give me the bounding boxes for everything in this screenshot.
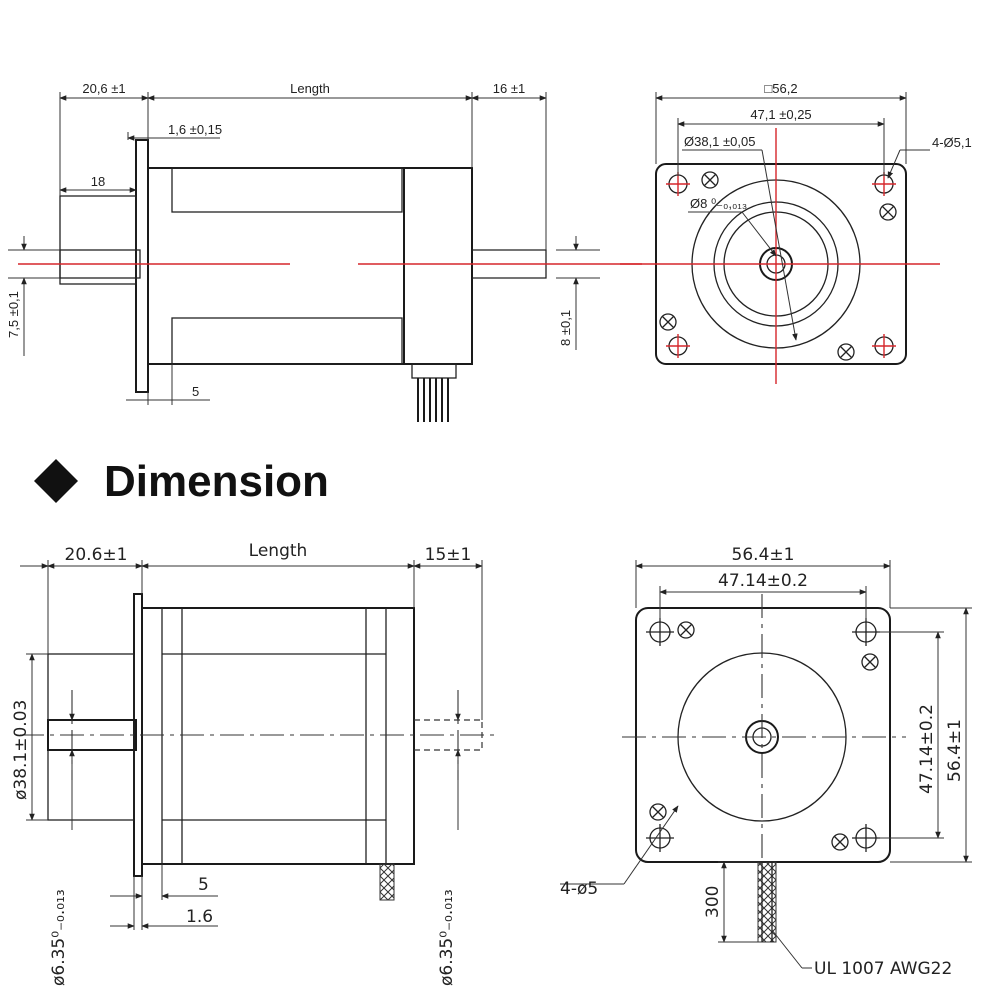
front-shaft: [47, 719, 137, 751]
bottom-dim-shaft-dia: ø6.35⁰₋₀.₀₁₃: [49, 889, 69, 986]
bottom-dim-rear: 15±1: [425, 545, 472, 565]
screw-icon: [649, 621, 879, 851]
cable-label: UL 1007 AWG22: [814, 959, 952, 979]
pilot: [59, 195, 137, 285]
top-dim-shaft-flat: 7,5 ±0,1: [6, 291, 21, 338]
top-dim-pilot-dia: Ø38,1 ±0,05: [684, 134, 755, 149]
heading-text: Dimension: [104, 457, 329, 506]
pilot: [47, 653, 135, 821]
bottom-dim-front: 20.6±1: [65, 545, 128, 565]
bottom-dim-width: 56.4±1: [732, 545, 795, 565]
top-dim-hole-spacing: 47,1 ±0,25: [750, 107, 811, 122]
bottom-dim-height: 56.4±1: [945, 719, 965, 782]
flange: [135, 139, 149, 393]
bottom-dim-rear-shaft-dia: ø6.35⁰₋₀.₀₁₃: [437, 889, 457, 986]
body-upper-rib: [171, 167, 403, 213]
top-dim-step: 5: [192, 384, 199, 399]
lead-wires: [379, 863, 395, 901]
top-dim-holes: 4-Ø5,1: [932, 135, 972, 150]
screw-icon: [659, 171, 897, 361]
bottom-dim-length: Length: [249, 541, 308, 561]
top-dim-shaft-dia: Ø8 ⁰₋₀,₀₁₃: [690, 196, 747, 211]
body-lower-rib: [171, 317, 403, 365]
top-dim-front: 20,6 ±1: [82, 81, 125, 96]
bottom-dim-pilot-dia: ø38.1±0.03: [11, 700, 31, 800]
cable: [757, 861, 777, 943]
diamond-bullet-icon: [34, 459, 78, 503]
section-heading: Dimension: [34, 457, 329, 506]
bottom-dim-step: 5: [198, 875, 209, 895]
motor-body: [141, 607, 415, 865]
top-front-view: □56,2 47,1 ±0,25 Ø38,1 ±0,05 Ø8 ⁰₋₀,₀₁₃ …: [620, 81, 972, 384]
front-face: [635, 607, 891, 863]
bottom-dim-hole-spacing: 47.14±0.2: [718, 571, 808, 591]
bottom-dim-hole-spacing-v: 47.14±0.2: [917, 704, 937, 794]
bottom-dim-holes: 4-ø5: [560, 879, 598, 899]
bottom-side-view: 20.6±1 Length 15±1 ø38.1±0.03 ø6.35⁰₋₀.₀…: [11, 541, 500, 986]
bottom-front-view: 56.4±1 47.14±0.2 47.14±0.2 56.4±1 4-ø5 3…: [560, 545, 972, 979]
top-dim-pilot: 18: [91, 174, 105, 189]
top-dim-flange: 1,6 ±0,15: [168, 122, 222, 137]
motor-body: [147, 167, 405, 365]
top-dim-rear: 16 ±1: [493, 81, 525, 96]
top-side-view: 20,6 ±1 Length 16 ±1 1,6 ±0,15 18 5 7,5 …: [6, 81, 642, 422]
top-dim-square: □56,2: [764, 81, 797, 96]
top-dim-rear-flat: 8 ±0,1: [558, 310, 573, 346]
rear-cap: [403, 167, 473, 365]
bottom-dim-flange: 1.6: [186, 907, 213, 927]
connector-pins: [411, 363, 457, 422]
top-dim-length: Length: [290, 81, 330, 96]
bottom-dim-lead-length: 300: [703, 886, 723, 918]
